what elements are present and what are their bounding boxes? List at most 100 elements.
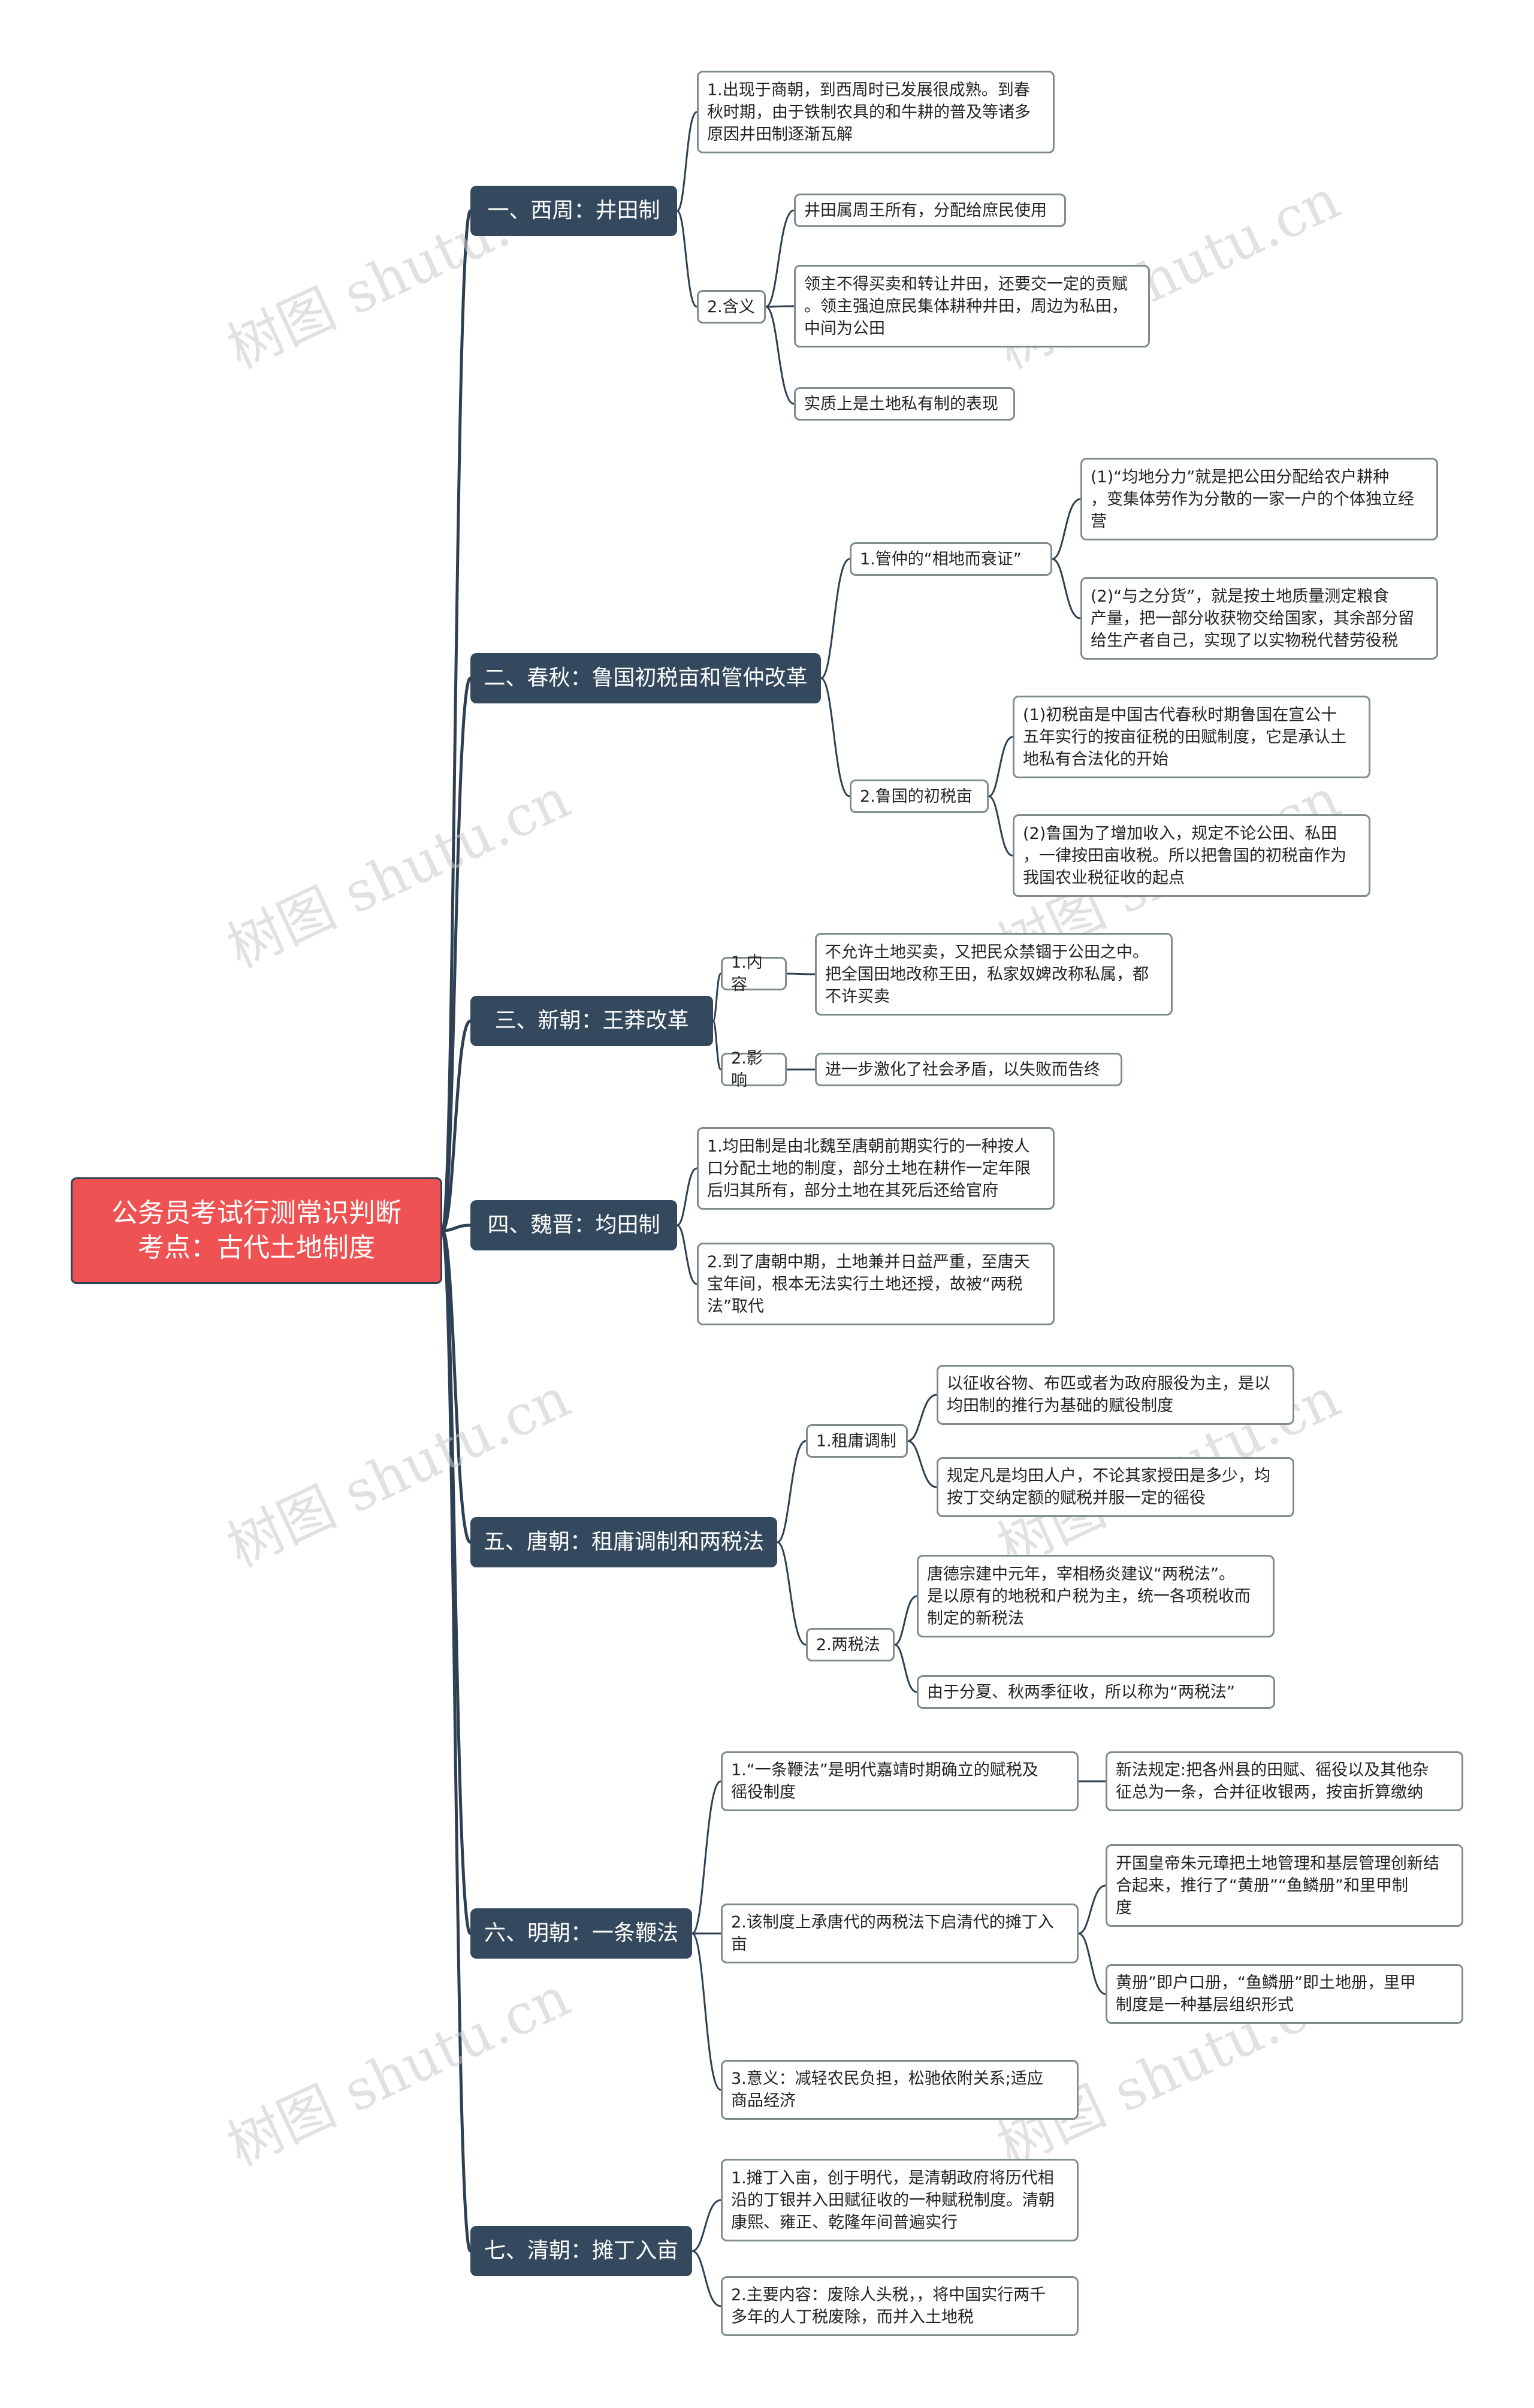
leaf-node[interactable]: 进一步激化了社会矛盾，以失败而告终: [815, 1053, 1122, 1086]
leaf-label: 由于分夏、秋两季征收，所以称为“两税法”: [927, 1682, 1235, 1702]
connector-line: [777, 1541, 807, 1646]
leaf-label: 规定凡是均田人户，不论其家授田是多少，均 按丁交纳定额的赋税并服一定的徭役: [947, 1467, 1270, 1507]
leaf-node[interactable]: 黄册”即户口册，“鱼鳞册”即土地册，里甲 制度是一种基层组织形式: [1106, 1964, 1463, 2024]
leaf-label: 新法规定:把各州县的田赋、徭役以及其他杂 征总为一条，合并征收银两，按亩折算缴纳: [1116, 1761, 1429, 1802]
connector-line: [820, 558, 850, 679]
connector-line: [1078, 1884, 1106, 1935]
leaf-label: 2.鲁国的初税亩: [860, 787, 973, 806]
leaf-node[interactable]: 领主不得买卖和转让井田，还要交一定的贡赋 。领主强迫庶民集体耕种井田，周边为私田…: [794, 265, 1150, 348]
leaf-node[interactable]: 2.到了唐朝中期，土地兼并日益严重，至唐天 宝年间，根本无法实行土地还授，故被“…: [697, 1243, 1055, 1325]
connector-line: [1052, 558, 1081, 620]
leaf-node[interactable]: 规定凡是均田人户，不论其家授田是多少，均 按丁交纳定额的赋税并服一定的徭役: [937, 1457, 1294, 1517]
topic-mingchao[interactable]: 六、明朝：一条鞭法: [470, 1908, 692, 1959]
connector-line: [894, 1595, 917, 1646]
connector-line: [440, 1019, 472, 1232]
leaf-node[interactable]: (2)鲁国为了增加收入，规定不论公田、私田 ，一律按田亩收税。所以把鲁国的初税亩…: [1013, 814, 1370, 897]
leaf-node[interactable]: 以征收谷物、布匹或者为政府服役为主，是以 均田制的推行为基础的赋役制度: [937, 1365, 1294, 1425]
connector-line: [440, 1229, 472, 2253]
leaf-node[interactable]: 1.摊丁入亩，创于明代，是清朝政府将历代相 沿的丁银并入田赋征收的一种赋税制度。…: [721, 2159, 1079, 2241]
connector-line: [691, 2250, 721, 2307]
leaf-label: (2)“与之分货”，就是按土地质量测定粮食 产量，把一部分收获物交给国家，其余部…: [1091, 587, 1414, 650]
topic-label: 二、春秋：鲁国初税亩和管仲改革: [484, 666, 808, 690]
leaf-node[interactable]: 实质上是土地私有制的表现: [794, 387, 1015, 421]
leaf-label: 不允许土地买卖，又把民众禁锢于公田之中。 把全国田地改称王田，私家奴婢改称私属，…: [825, 942, 1149, 1006]
leaf-node[interactable]: (2)“与之分货”，就是按土地质量测定粮食 产量，把一部分收获物交给国家，其余部…: [1080, 577, 1438, 660]
topic-weijin[interactable]: 四、魏晋：均田制: [470, 1200, 677, 1250]
leaf-label: (1)“均地分力”就是把公田分配给农户耕种 ，变集体劳作为分散的一家一户的个体独…: [1091, 467, 1414, 531]
leaf-label: 黄册”即户口册，“鱼鳞册”即土地册，里甲 制度是一种基层组织形式: [1116, 1974, 1416, 2014]
leaf-node[interactable]: 1.“一条鞭法”是明代嘉靖时期确立的赋税及 徭役制度: [721, 1751, 1079, 1811]
topic-label: 七、清朝：摊丁入亩: [484, 2238, 678, 2263]
connector-line: [907, 1440, 937, 1488]
connector-line: [691, 2199, 721, 2252]
leaf-node[interactable]: 2.该制度上承唐代的两税法下启清代的摊丁入 亩: [721, 1904, 1079, 1963]
topic-tangchao[interactable]: 五、唐朝：租庸调制和两税法: [470, 1517, 777, 1567]
leaf-label: 2.主要内容：废除人头税，，将中国实行两千 多年的人丁税废除，而并入土地税: [731, 2286, 1046, 2327]
leaf-label: 唐德宗建中元年，宰相杨炎建议“两税法”。 是以原有的地税和户税为主，统一各项税收…: [927, 1564, 1251, 1628]
connector-line: [712, 1020, 722, 1071]
leaf-label: 2.含义: [707, 297, 755, 316]
connector-line: [442, 1223, 471, 1232]
topic-label: 五、唐朝：租庸调制和两税法: [483, 1530, 764, 1554]
root-label: 公务员考试行测常识判断 考点：古代土地制度: [111, 1198, 401, 1263]
leaf-node[interactable]: (1)初税亩是中国古代春秋时期鲁国在宣公十 五年实行的按亩征税的田赋制度，它是承…: [1013, 696, 1370, 778]
leaf-node[interactable]: 1.出现于商朝，到西周时已发展很成熟。到春 秋时期，由于铁制农具的和牛耕的普及等…: [697, 71, 1055, 153]
leaf-node[interactable]: 2.影响: [721, 1049, 787, 1090]
leaf-label: 1.出现于商朝，到西周时已发展很成熟。到春 秋时期，由于铁制农具的和牛耕的普及等…: [707, 80, 1031, 144]
leaf-node[interactable]: 2.鲁国的初税亩: [850, 779, 989, 813]
leaf-node[interactable]: 3.意义：减轻农民负担，松驰依附关系;适应 商品经济: [721, 2060, 1079, 2120]
connector-line: [988, 795, 1013, 857]
connector-line: [676, 111, 697, 212]
connector-line: [765, 306, 795, 405]
leaf-label: (1)初税亩是中国古代春秋时期鲁国在宣公十 五年实行的按亩征税的田赋制度，它是承…: [1023, 705, 1346, 769]
connector-line: [677, 1224, 697, 1285]
leaf-label: 进一步激化了社会矛盾，以失败而告终: [825, 1060, 1100, 1079]
leaf-node[interactable]: 1.租庸调制: [806, 1424, 908, 1458]
leaf-label: 实质上是土地私有制的表现: [804, 394, 998, 413]
leaf-node[interactable]: 唐德宗建中元年，宰相杨炎建议“两税法”。 是以原有的地税和户税为主，统一各项税收…: [917, 1555, 1275, 1637]
leaf-node[interactable]: 1.管仲的“相地而衰证”: [850, 542, 1052, 576]
topic-label: 六、明朝：一条鞭法: [484, 1921, 678, 1945]
leaf-label: 2.该制度上承唐代的两税法下启清代的摊丁入 亩: [731, 1913, 1054, 1954]
leaf-node[interactable]: 开国皇帝朱元璋把土地管理和基层管理创新结 合起来，推行了“黄册”“鱼鳞册”和里甲…: [1106, 1844, 1463, 1927]
leaf-label: 1.内容: [731, 953, 763, 994]
leaf-label: 领主不得买卖和转让井田，还要交一定的贡赋 。领主强迫庶民集体耕种井田，周边为私田…: [804, 274, 1128, 338]
topic-chunqiu[interactable]: 二、春秋：鲁国初税亩和管仲改革: [470, 653, 821, 703]
topic-label: 四、魏晋：均田制: [487, 1213, 660, 1237]
root-node[interactable]: 公务员考试行测常识判断 考点：古代土地制度: [71, 1177, 442, 1284]
leaf-node[interactable]: 2.两税法: [806, 1628, 895, 1661]
topic-xinchao[interactable]: 三、新朝：王莽改革: [470, 996, 713, 1046]
connector-line: [1078, 1932, 1106, 1995]
leaf-label: 开国皇帝朱元璋把土地管理和基层管理创新结 合起来，推行了“黄册”“鱼鳞册”和里甲…: [1116, 1854, 1439, 1917]
topic-label: 三、新朝：王莽改革: [494, 1008, 689, 1033]
leaf-label: 1.租庸调制: [816, 1431, 896, 1451]
leaf-label: 2.两税法: [816, 1635, 880, 1654]
connector-line: [440, 209, 472, 1232]
leaf-label: 1.管仲的“相地而衰证”: [860, 549, 1022, 569]
connector-line: [712, 972, 722, 1022]
leaf-label: 2.到了唐朝中期，土地兼并日益严重，至唐天 宝年间，根本无法实行土地还授，故被“…: [707, 1252, 1030, 1316]
leaf-label: 1.均田制是由北魏至唐朝前期实行的一种按人 口分配土地的制度，部分土地在耕作一定…: [707, 1137, 1031, 1200]
leaf-node[interactable]: 由于分夏、秋两季征收，所以称为“两税法”: [917, 1675, 1275, 1709]
leaf-node[interactable]: (1)“均地分力”就是把公田分配给农户耕种 ，变集体劳作为分散的一家一户的个体独…: [1080, 458, 1438, 540]
connector-line: [765, 209, 795, 308]
topic-qingchao[interactable]: 七、清朝：摊丁入亩: [470, 2226, 692, 2276]
leaf-node[interactable]: 井田属周王所有，分配给庶民使用: [794, 194, 1066, 227]
leaf-node[interactable]: 新法规定:把各州县的田赋、徭役以及其他杂 征总为一条，合并征收银两，按亩折算缴纳: [1106, 1751, 1463, 1811]
leaf-node[interactable]: 2.含义: [697, 290, 766, 324]
leaf-label: 以征收谷物、布匹或者为政府服役为主，是以 均田制的推行为基础的赋役制度: [947, 1374, 1270, 1415]
leaf-node[interactable]: 2.主要内容：废除人头税，，将中国实行两千 多年的人丁税废除，而并入土地税: [721, 2276, 1079, 2336]
topic-xizhou[interactable]: 一、西周：井田制: [470, 186, 677, 236]
leaf-node[interactable]: 不允许土地买卖，又把民众禁锢于公田之中。 把全国田地改称王田，私家奴婢改称私属，…: [815, 933, 1173, 1016]
connector-line: [1052, 498, 1081, 560]
leaf-node[interactable]: 1.均田制是由北魏至唐朝前期实行的一种按人 口分配土地的制度，部分土地在耕作一定…: [697, 1127, 1055, 1210]
connector-line: [691, 1932, 721, 2091]
leaf-node[interactable]: 1.内容: [721, 953, 787, 994]
connector-line: [677, 1167, 697, 1226]
connector-line: [777, 1440, 807, 1543]
leaf-label: 3.意义：减轻农民负担，松驰依附关系;适应 商品经济: [731, 2069, 1043, 2110]
topic-label: 一、西周：井田制: [487, 198, 660, 223]
connector-line: [676, 210, 697, 308]
